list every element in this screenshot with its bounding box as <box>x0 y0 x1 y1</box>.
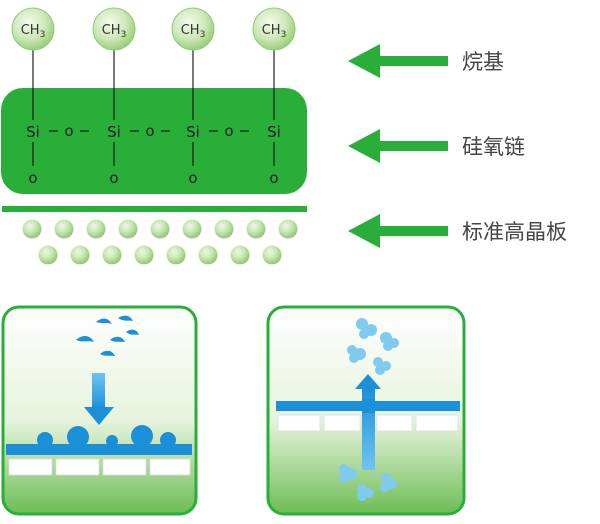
methyl-group-2: CH3 <box>92 7 136 51</box>
siloxane-labels: Si Si Si Si o o o o o o o <box>26 122 281 187</box>
svg-text:CH3: CH3 <box>21 23 46 40</box>
o-bottom-2: o <box>109 169 118 187</box>
arrow-left-icon <box>348 214 448 248</box>
siloxane-bonds <box>32 88 275 166</box>
svg-text:CH3: CH3 <box>262 23 287 40</box>
si-atom-4: Si <box>267 123 281 141</box>
si-atom-2: Si <box>107 123 121 141</box>
methyl-label: CH <box>102 23 121 38</box>
siloxane-chain-block <box>1 88 307 194</box>
methyl-group-1: CH3 <box>11 7 55 51</box>
methyl-subscript: 3 <box>200 30 206 40</box>
water-repellent-icon <box>1 305 198 516</box>
label-alkyl: 烷基 <box>462 50 504 74</box>
methyl-subscript: 3 <box>121 30 127 40</box>
svg-text:CH3: CH3 <box>102 23 127 40</box>
methyl-subscript: 3 <box>281 30 287 40</box>
substrate-particles <box>22 219 298 265</box>
methyl-group-4: CH3 <box>252 7 296 51</box>
breathable-icon <box>266 305 466 516</box>
o-bottom-4: o <box>269 169 278 187</box>
methyl-label: CH <box>262 23 281 38</box>
svg-text:CH3: CH3 <box>181 23 206 40</box>
methyl-label: CH <box>21 23 40 38</box>
arrow-left-icon <box>348 44 448 78</box>
o-link-1: o <box>64 122 73 140</box>
label-substrate: 标准高晶板 <box>462 220 567 244</box>
substrate-surface-line <box>2 206 307 212</box>
si-atom-3: Si <box>186 123 200 141</box>
o-bottom-1: o <box>28 169 37 187</box>
arrow-left-icon <box>348 129 448 163</box>
o-bottom-3: o <box>188 169 197 187</box>
si-atom-1: Si <box>26 123 40 141</box>
methyl-group-3: CH3 <box>171 7 215 51</box>
o-link-2: o <box>145 122 154 140</box>
methyl-label: CH <box>181 23 200 38</box>
label-siloxane-chain: 硅氧链 <box>462 135 525 159</box>
methyl-subscript: 3 <box>40 30 46 40</box>
o-link-3: o <box>224 122 233 140</box>
